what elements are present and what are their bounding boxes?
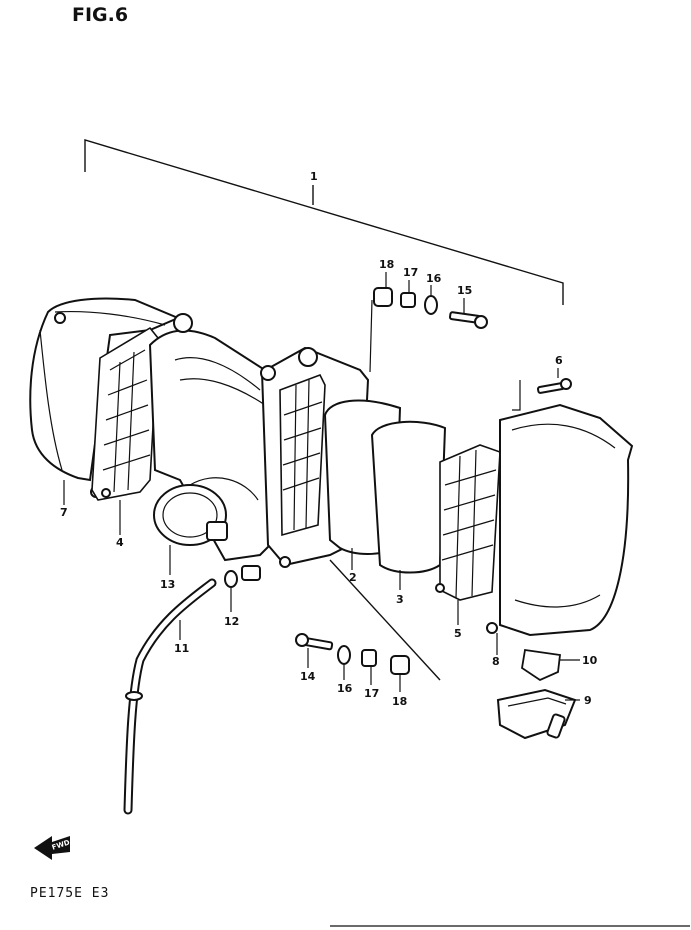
forward-arrow-icon: FWD xyxy=(34,836,71,860)
callout-15: 15 xyxy=(457,284,472,297)
callout-4: 4 xyxy=(116,536,124,549)
clamp-ring-part xyxy=(224,565,261,588)
callout-17-top: 17 xyxy=(403,266,418,279)
callout-9: 9 xyxy=(584,694,592,707)
breather-hose-part xyxy=(123,578,217,815)
callout-3: 3 xyxy=(396,593,404,606)
callout-7: 7 xyxy=(60,506,68,519)
callout-18-bottom: 18 xyxy=(392,695,407,708)
callout-5: 5 xyxy=(454,627,462,640)
model-code: PE175E E3 xyxy=(30,886,110,901)
assembly-bracket xyxy=(84,139,564,305)
drain-boot-part xyxy=(496,688,577,740)
left-grid-part xyxy=(91,326,159,501)
callout-10: 10 xyxy=(582,654,598,667)
callout-18-top: 18 xyxy=(379,258,394,271)
clip-part xyxy=(521,648,561,682)
bolt-part-6 xyxy=(512,378,572,411)
right-grid-part xyxy=(435,444,501,601)
callout-16-bottom: 16 xyxy=(337,682,353,695)
callout-16-top: 16 xyxy=(426,272,442,285)
filter-pad-part xyxy=(370,420,447,574)
air-box-housing-part xyxy=(148,313,282,562)
top-hardware-set xyxy=(369,287,488,373)
right-cover-part xyxy=(486,403,634,637)
figure-title: FIG.6 xyxy=(72,4,129,26)
callout-6: 6 xyxy=(555,354,563,367)
callout-17-bottom: 17 xyxy=(364,687,379,700)
callout-11: 11 xyxy=(174,642,189,655)
callout-1: 1 xyxy=(310,170,318,183)
callout-14: 14 xyxy=(300,670,316,683)
leader-lines xyxy=(63,272,580,701)
callout-2: 2 xyxy=(349,571,357,584)
callout-12: 12 xyxy=(224,615,239,628)
bottom-hardware-set xyxy=(295,559,441,681)
callout-8: 8 xyxy=(492,655,500,668)
callout-13: 13 xyxy=(160,578,175,591)
callout-labels: 1 18 17 16 15 6 7 4 13 2 3 5 8 10 9 12 1… xyxy=(60,170,598,708)
